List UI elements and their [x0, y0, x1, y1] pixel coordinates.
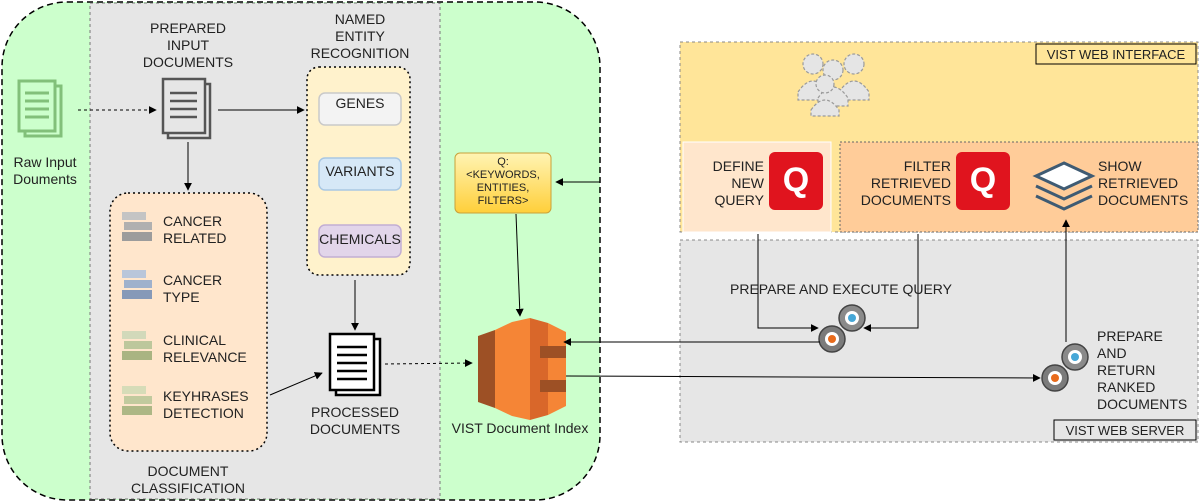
classification-panel [109, 192, 268, 452]
raw-input-label: Raw Input Douments [13, 154, 77, 187]
vist-index-icon [478, 318, 566, 420]
filter-show-box [839, 141, 1199, 233]
chemicals-shape [318, 224, 402, 258]
prepare-return-label: PREPARE AND RETURN RANKED DOCUMENTS [1097, 328, 1188, 412]
filter-q-glyph: Q [969, 161, 997, 199]
index-label: VIST Document Index [451, 420, 589, 436]
ner-title: NAMED ENTITY RECOGNITION [310, 11, 410, 61]
ner-variants-label: VARIANTS [325, 163, 395, 179]
cancer-related-icon [122, 212, 152, 241]
web-server-panel [679, 239, 1199, 443]
connector-arrows [78, 106, 1070, 396]
filter-docs-label: FILTER RETRIEVED DOCUMENTS [860, 158, 951, 208]
query-box [454, 152, 552, 214]
define-query-q-glyph: Q [782, 161, 810, 199]
processed-document-icon [328, 332, 382, 397]
class-cancer-type-label: CANCER TYPE [163, 272, 223, 305]
query-text: Q: <KEYWORDS, ENTITIES, FILTERS> [466, 156, 540, 207]
ner-chemicals-label: CHEMICALS [319, 231, 401, 247]
server-label: VIST WEB SERVER [1065, 423, 1185, 438]
prepare-execute-label: PREPARE AND EXECUTE QUERY [730, 281, 952, 297]
class-keyphrases-label: KEYHRASES DETECTION [163, 388, 249, 421]
define-query-q-icon [769, 152, 823, 210]
server-label-box [1053, 419, 1197, 441]
keyphrases-detection-icon [122, 386, 152, 415]
clinical-relevance-icon [122, 331, 152, 360]
class-clinical-relevance-label: CLINICAL RELEVANCE [163, 332, 247, 365]
users-icon [797, 53, 870, 117]
cancer-type-icon [122, 270, 152, 299]
interface-label: VIST WEB INTERFACE [1046, 47, 1186, 62]
ner-genes-label: GENES [335, 95, 385, 111]
execute-query-gear-icon [818, 304, 866, 353]
prepared-document-icon [161, 77, 212, 140]
class-cancer-related-label: CANCER RELATED [163, 213, 227, 246]
raw-document-icon [17, 79, 63, 138]
processed-label: PROCESSED DOCUMENTS [309, 404, 401, 437]
classification-title: DOCUMENT CLASSIFICATION [130, 463, 246, 496]
define-query-label: DEFINE NEW QUERY [712, 158, 764, 208]
show-docs-label: SHOW RETRIEVED DOCUMENTS [1098, 158, 1189, 208]
interface-label-box [1035, 43, 1197, 65]
layers-icon [1032, 161, 1096, 211]
filter-q-icon [956, 152, 1010, 210]
prepared-input-label: PREPARED INPUT DOCUMENTS [142, 20, 234, 70]
genes-shape [318, 92, 402, 126]
return-ranked-gear-icon [1041, 343, 1089, 392]
variants-shape [318, 157, 402, 191]
